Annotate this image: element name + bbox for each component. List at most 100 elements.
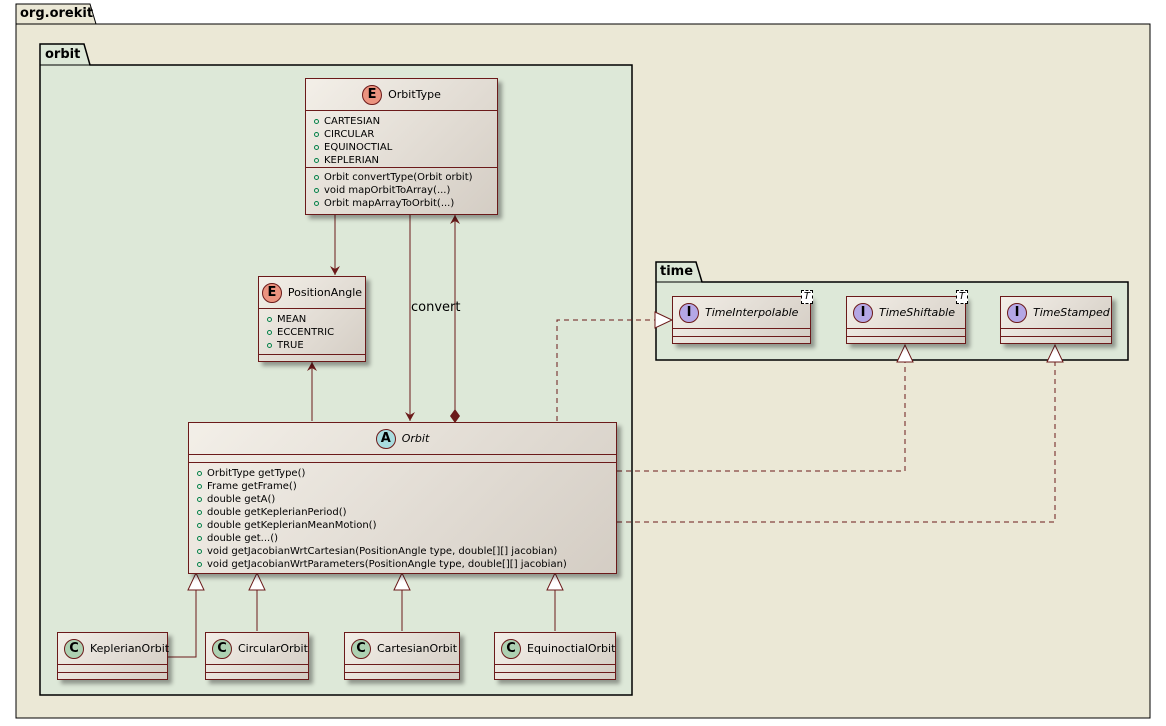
class-orbittype[interactable]: E OrbitType CARTESIAN CIRCULAR EQUINOCTI… (305, 78, 498, 215)
methods-section: OrbitType getType() Frame getFrame() dou… (189, 463, 616, 574)
fields-section (847, 329, 965, 337)
method-text: double get...() (207, 533, 279, 544)
methods-section (345, 673, 459, 679)
edge-realize-timeinterpolable (556, 319, 655, 421)
class-header: C CircularOrbit (206, 633, 308, 665)
fields-section (58, 665, 167, 673)
class-icon: C (351, 638, 371, 659)
methods-section (495, 673, 615, 679)
package-label-org-orekit: org.orekit (20, 6, 94, 21)
public-icon (314, 175, 319, 180)
class-header: C KeplerianOrbit (58, 633, 169, 665)
method-text: void getJacobianWrtParameters(PositionAn… (207, 559, 567, 570)
public-icon (267, 330, 272, 335)
method-row: Orbit convertType(Orbit orbit) (314, 171, 497, 184)
public-icon (197, 523, 202, 528)
class-orbit[interactable]: A Orbit OrbitType getType() Frame getFra… (188, 422, 617, 574)
class-name: TimeShiftable (879, 306, 956, 319)
generic-parameter: T (800, 290, 813, 304)
public-icon (197, 549, 202, 554)
method-text: Frame getFrame() (207, 481, 297, 492)
method-text: double getKeplerianPeriod() (207, 507, 347, 518)
abstract-icon: A (375, 428, 396, 449)
interface-timeshiftable[interactable]: T I TimeShiftable (846, 290, 968, 344)
class-equinoctialorbit[interactable]: C EquinoctialOrbit (494, 632, 616, 680)
package-label-time: time (660, 264, 694, 279)
method-row: double getA() (197, 493, 616, 506)
public-icon (314, 132, 319, 137)
interface-icon: I (679, 302, 699, 323)
class-header: E PositionAngle (259, 277, 365, 309)
field-row: KEPLERIAN (314, 154, 497, 167)
class-header: E OrbitType (306, 79, 497, 111)
class-header: C EquinoctialOrbit (495, 633, 615, 665)
field-row: MEAN (267, 313, 365, 326)
composition-diamond (450, 409, 460, 423)
fields-section (345, 665, 459, 673)
class-cartesianorbit[interactable]: C CartesianOrbit (344, 632, 460, 680)
enum-icon: E (362, 84, 383, 105)
public-icon (314, 145, 319, 150)
field-row: EQUINOCTIAL (314, 141, 497, 154)
field-text: TRUE (277, 340, 304, 351)
class-name: PositionAngle (287, 286, 363, 299)
interface-timestamped[interactable]: I TimeStamped (1000, 296, 1112, 344)
class-name: CircularOrbit (238, 642, 308, 655)
methods-section (58, 673, 167, 679)
generic-parameter: T (955, 290, 968, 304)
class-name: TimeInterpolable (705, 306, 799, 319)
fields-section: MEAN ECCENTRIC TRUE (259, 309, 365, 355)
method-text: double getKeplerianMeanMotion() (207, 520, 377, 531)
methods-section (847, 337, 965, 343)
public-icon (267, 343, 272, 348)
method-text: Orbit convertType(Orbit orbit) (324, 172, 473, 183)
class-icon: C (64, 638, 84, 659)
class-header: A Orbit (189, 423, 616, 455)
method-row: OrbitType getType() (197, 467, 616, 480)
class-name: TimeStamped (1033, 306, 1110, 319)
class-keplerianorbit[interactable]: C KeplerianOrbit (57, 632, 169, 680)
method-text: OrbitType getType() (207, 468, 306, 479)
public-icon (197, 536, 202, 541)
package-label-orbit: orbit (45, 47, 81, 62)
methods-section (206, 673, 308, 679)
method-text: Orbit mapArrayToOrbit(...) (324, 198, 455, 209)
field-text: CIRCULAR (324, 129, 375, 140)
class-name: EquinoctialOrbit (527, 642, 616, 655)
class-positionangle[interactable]: E PositionAngle MEAN ECCENTRIC TRUE (258, 276, 366, 362)
field-row: CARTESIAN (314, 115, 497, 128)
class-header: C CartesianOrbit (345, 633, 459, 665)
method-text: double getA() (207, 494, 276, 505)
method-text: void mapOrbitToArray(...) (324, 185, 451, 196)
public-icon (197, 510, 202, 515)
public-icon (314, 201, 319, 206)
fields-section (189, 455, 616, 463)
interface-timeinterpolable[interactable]: T I TimeInterpolable (672, 290, 813, 344)
class-name: OrbitType (388, 88, 441, 101)
fields-section (495, 665, 615, 673)
fields-section (1001, 329, 1111, 337)
methods-section (673, 337, 810, 343)
methods-section: Orbit convertType(Orbit orbit) void mapO… (306, 168, 497, 213)
enum-icon: E (261, 282, 282, 303)
fields-section (206, 665, 308, 673)
public-icon (267, 317, 272, 322)
public-icon (314, 119, 319, 124)
public-icon (197, 471, 202, 476)
public-icon (314, 188, 319, 193)
class-header: I TimeStamped (1001, 297, 1111, 329)
public-icon (197, 562, 202, 567)
field-row: CIRCULAR (314, 128, 497, 141)
method-row: Orbit mapArrayToOrbit(...) (314, 197, 497, 210)
interface-icon: I (853, 302, 873, 323)
fields-section: CARTESIAN CIRCULAR EQUINOCTIAL KEPLERIAN (306, 111, 497, 168)
public-icon (197, 484, 202, 489)
methods-section (259, 355, 365, 361)
class-name: Orbit (401, 432, 430, 445)
class-circularorbit[interactable]: C CircularOrbit (205, 632, 309, 680)
public-icon (197, 497, 202, 502)
edge-realize-timeshiftable (617, 362, 906, 472)
field-text: EQUINOCTIAL (324, 142, 393, 153)
